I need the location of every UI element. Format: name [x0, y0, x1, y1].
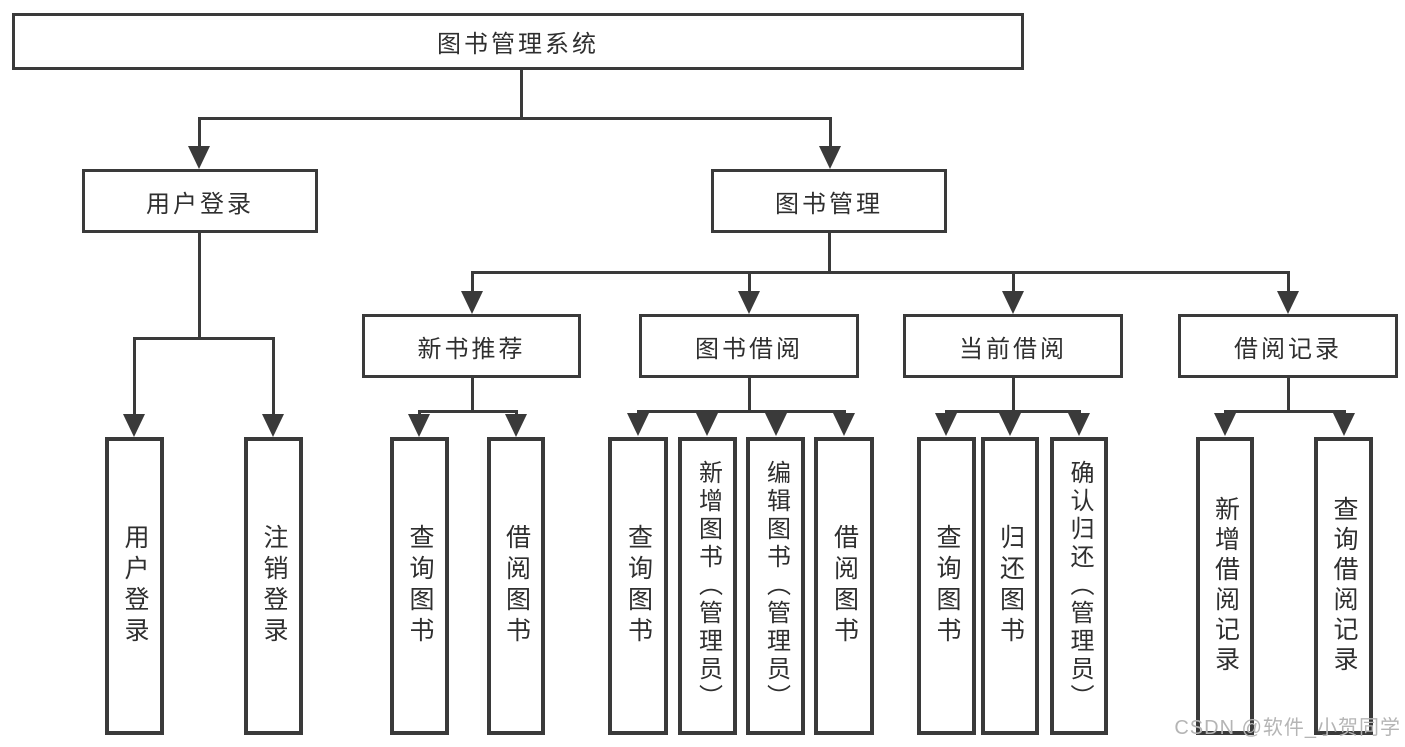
leaf-edit-book-admin-label: 编辑图书（管理员） [762, 460, 790, 712]
leaf-add-book-admin-label: 新增图书（管理员） [694, 460, 722, 712]
leaf-query-borrow-record-label: 查询借阅记录 [1330, 496, 1358, 676]
leaf-logout-label: 注销登录 [260, 524, 288, 648]
connector-leg [515, 410, 518, 416]
leaf-add-book-admin: 新增图书（管理员） [678, 437, 737, 735]
leaf-user-login-label: 用户登录 [121, 524, 149, 648]
connector-bus [637, 410, 846, 413]
arrow-down-icon [262, 414, 284, 437]
arrow-down-icon [696, 413, 718, 436]
connector-stem [1287, 378, 1290, 410]
arrow-down-icon [123, 414, 145, 437]
connector-stem [520, 70, 523, 117]
connector-leg [1287, 271, 1290, 291]
node-new-book-recommend-label: 新书推荐 [417, 335, 526, 363]
arrow-down-icon [188, 146, 210, 169]
leaf-confirm-return-admin-label: 确认归还（管理员） [1066, 460, 1093, 712]
connector-bus [198, 117, 832, 120]
leaf-user-login: 用户登录 [105, 437, 164, 735]
connector-bus [1224, 410, 1346, 413]
connector-bus [418, 410, 518, 413]
arrow-down-icon [1068, 413, 1090, 436]
connector-stem [198, 233, 201, 337]
arrow-down-icon [1333, 413, 1355, 436]
node-user-login-group-label: 用户登录 [146, 190, 254, 218]
leaf-return-book-label: 归还图书 [996, 524, 1025, 648]
node-book-borrow: 图书借阅 [639, 314, 859, 378]
leaf-add-borrow-record-label: 新增借阅记录 [1211, 496, 1240, 676]
leaf-query-book-borrow: 查询图书 [608, 437, 668, 735]
node-borrow-records-label: 借阅记录 [1234, 335, 1342, 363]
node-root-label: 图书管理系统 [437, 31, 599, 58]
node-root: 图书管理系统 [12, 13, 1024, 70]
connector-stem [1012, 378, 1015, 410]
leaf-add-borrow-record: 新增借阅记录 [1196, 437, 1254, 735]
connector-leg [198, 117, 201, 146]
arrow-down-icon [1002, 291, 1024, 314]
connector-bus [945, 410, 1081, 413]
arrow-down-icon [819, 146, 841, 169]
leaf-query-book-current: 查询图书 [917, 437, 976, 735]
arrow-down-icon [935, 413, 957, 436]
connector-stem [748, 378, 751, 410]
leaf-logout: 注销登录 [244, 437, 303, 735]
leaf-borrow-book-recommend: 借阅图书 [487, 437, 545, 735]
arrow-down-icon [627, 413, 649, 436]
connector-leg [272, 337, 275, 414]
leaf-borrow-book-recommend-label: 借阅图书 [502, 524, 531, 648]
connector-bus [133, 337, 275, 340]
leaf-return-book: 归还图书 [981, 437, 1039, 735]
leaf-confirm-return-admin: 确认归还（管理员） [1050, 437, 1108, 735]
node-book-management-label: 图书管理 [775, 190, 883, 218]
leaf-edit-book-admin: 编辑图书（管理员） [746, 437, 805, 735]
connector-leg [471, 271, 474, 291]
arrow-down-icon [505, 414, 527, 437]
arrow-down-icon [461, 291, 483, 314]
arrow-down-icon [833, 413, 855, 436]
connector-leg [1012, 271, 1015, 291]
connector-leg [418, 410, 421, 416]
leaf-borrow-book-label: 借阅图书 [830, 524, 859, 648]
node-borrow-records: 借阅记录 [1178, 314, 1398, 378]
leaf-query-borrow-record: 查询借阅记录 [1314, 437, 1373, 735]
node-book-management: 图书管理 [711, 169, 947, 233]
node-new-book-recommend: 新书推荐 [362, 314, 581, 378]
connector-stem [828, 233, 831, 271]
connector-leg [829, 117, 832, 146]
arrow-down-icon [1214, 413, 1236, 436]
connector-leg [748, 271, 751, 291]
node-current-borrow-label: 当前借阅 [959, 335, 1067, 363]
arrow-down-icon [1277, 291, 1299, 314]
connector-bus [471, 271, 1290, 274]
node-book-borrow-label: 图书借阅 [695, 335, 803, 363]
connector-stem [471, 378, 474, 410]
leaf-query-book-recommend-label: 查询图书 [406, 524, 434, 648]
arrow-down-icon [408, 414, 430, 437]
connector-leg [133, 337, 136, 414]
watermark: CSDN @软件_小贺同学 [1174, 717, 1401, 739]
arrow-down-icon [765, 413, 787, 436]
node-current-borrow: 当前借阅 [903, 314, 1123, 378]
leaf-query-book-current-label: 查询图书 [933, 524, 961, 648]
arrow-down-icon [738, 291, 760, 314]
leaf-query-book-recommend: 查询图书 [390, 437, 449, 735]
arrow-down-icon [999, 413, 1021, 436]
leaf-query-book-borrow-label: 查询图书 [624, 524, 653, 648]
leaf-borrow-book: 借阅图书 [814, 437, 874, 735]
node-user-login-group: 用户登录 [82, 169, 318, 233]
